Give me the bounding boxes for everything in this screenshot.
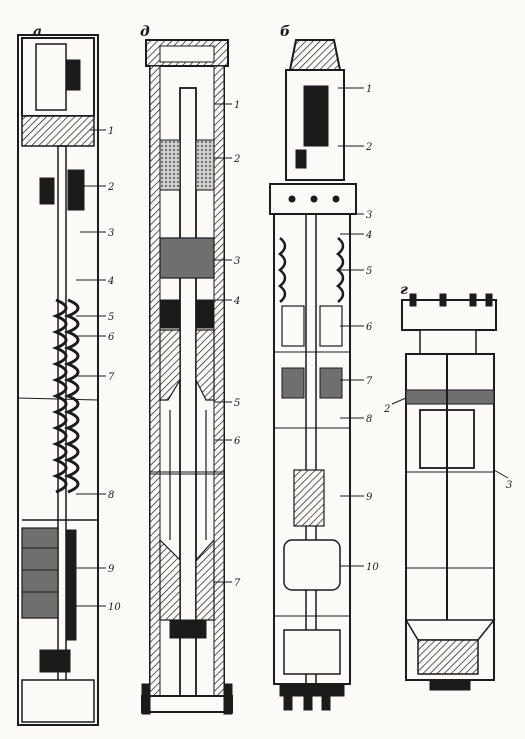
panel-a: а bbox=[17, 24, 121, 726]
panel-d-shaft bbox=[179, 87, 197, 709]
callout-number: 8 bbox=[108, 490, 114, 501]
callout-number: 5 bbox=[366, 266, 372, 277]
callout-number: 6 bbox=[234, 436, 241, 447]
callout-number: 7 bbox=[234, 578, 241, 589]
panel-b-base bbox=[279, 683, 345, 697]
callout-number: 4 bbox=[107, 276, 114, 287]
callout-number: 10 bbox=[366, 562, 379, 573]
callout-number: 9 bbox=[366, 492, 373, 503]
panel-d: д bbox=[140, 24, 241, 715]
panel-d-callouts: 1 2 3 4 5 6 7 bbox=[214, 100, 241, 589]
callout-number: 7 bbox=[366, 376, 373, 387]
panel-b-cable-head bbox=[288, 39, 342, 71]
callout-number: 5 bbox=[234, 398, 240, 409]
panel-b-shaft bbox=[305, 213, 317, 685]
panel-d-seal-left bbox=[159, 329, 181, 401]
panel-b-rotor-block bbox=[293, 469, 325, 527]
callout-number: 1 bbox=[234, 100, 240, 111]
callout-number: 2 bbox=[107, 182, 114, 193]
panel-g: г 2 3 bbox=[383, 282, 512, 691]
panel-a-base-seal bbox=[39, 649, 71, 673]
callout-number: 9 bbox=[108, 564, 115, 575]
callout-number: 3 bbox=[108, 228, 114, 239]
panel-d-base-flange bbox=[141, 695, 233, 713]
callout-number: 5 bbox=[108, 312, 114, 323]
callout-number: 7 bbox=[108, 372, 115, 383]
callout-number: 2 bbox=[383, 404, 390, 415]
callout-number: 6 bbox=[108, 332, 115, 343]
panel-d-label: д bbox=[140, 24, 150, 40]
panel-d-thrust-bearing bbox=[159, 139, 181, 191]
panel-a-coupling bbox=[21, 115, 95, 147]
panel-g-top-flange bbox=[401, 299, 497, 331]
callout-number: 2 bbox=[365, 142, 372, 153]
panel-d-seal-right bbox=[195, 329, 215, 401]
panel-g-label: г bbox=[400, 282, 408, 298]
callout-number: 1 bbox=[366, 84, 372, 95]
callout-number: 3 bbox=[366, 210, 372, 221]
panel-b: б bbox=[269, 24, 379, 711]
panel-b-compensator bbox=[283, 539, 341, 591]
callout-number: 8 bbox=[366, 414, 372, 425]
callout-number: 1 bbox=[108, 126, 114, 137]
panel-g-callouts: 2 3 bbox=[383, 397, 512, 491]
panel-a-callouts: 1 2 3 4 5 6 7 8 9 10 bbox=[76, 126, 121, 613]
callout-number: 3 bbox=[234, 256, 240, 267]
panel-b-callouts: 1 2 3 4 5 6 7 8 9 10 bbox=[338, 84, 379, 573]
panel-b-label: б bbox=[280, 24, 290, 40]
callout-number: 4 bbox=[233, 296, 240, 307]
panel-d-radial-bearing bbox=[159, 237, 215, 279]
panel-a-valve bbox=[65, 59, 81, 91]
callout-number: 4 bbox=[365, 230, 372, 241]
panel-a-motor-winding bbox=[21, 527, 59, 619]
panel-a-impeller-stack bbox=[51, 298, 80, 494]
callout-number: 3 bbox=[506, 480, 512, 491]
panel-a-bearing-upper bbox=[39, 177, 55, 205]
panel-a-label: а bbox=[33, 24, 42, 40]
callout-number: 10 bbox=[108, 602, 121, 613]
panel-g-base bbox=[417, 639, 479, 675]
panel-a-housing bbox=[17, 34, 99, 726]
panel-d-lower-bearing bbox=[169, 619, 207, 639]
callout-number: 6 bbox=[366, 322, 373, 333]
callout-number: 2 bbox=[233, 154, 240, 165]
